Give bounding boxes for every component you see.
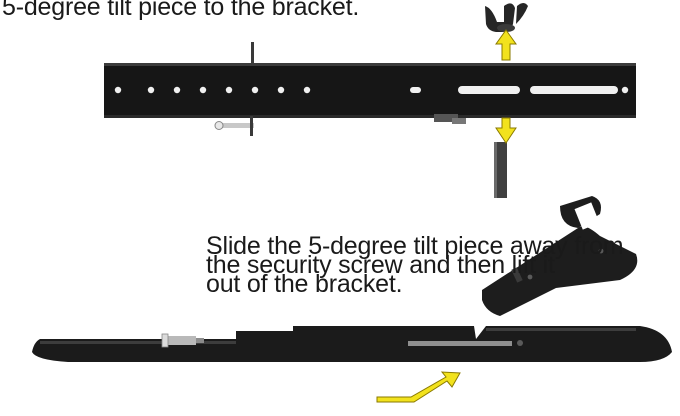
upper-rod bbox=[251, 42, 254, 64]
wing-nut-icon bbox=[485, 3, 528, 32]
instruction-line-3: out of the bracket. bbox=[206, 270, 403, 298]
tilt-piece bbox=[482, 196, 638, 316]
vertical-post bbox=[494, 142, 507, 198]
bracket-side-view bbox=[32, 326, 672, 362]
bracket-slot-right bbox=[530, 86, 618, 94]
bottom-bracket-illustration bbox=[32, 326, 672, 362]
instruction-line-2: the security screw and then lift it bbox=[206, 251, 555, 279]
bottom-screw bbox=[218, 123, 254, 128]
bracket-holes bbox=[114, 86, 629, 94]
bracket-slot-left bbox=[458, 86, 520, 94]
arrow-up-right-icon bbox=[376, 371, 461, 403]
arrow-down-icon bbox=[495, 117, 517, 144]
top-bracket-illustration bbox=[104, 42, 636, 198]
instruction-line-1: Slide the 5-degree tilt piece away from bbox=[206, 232, 624, 260]
arrow-up-icon bbox=[495, 29, 517, 61]
top-caption: 5-degree tilt piece to the bracket. bbox=[2, 0, 360, 21]
bracket-small-slot bbox=[410, 87, 421, 93]
side-bracket-slot bbox=[408, 341, 512, 346]
security-screw bbox=[166, 336, 196, 345]
